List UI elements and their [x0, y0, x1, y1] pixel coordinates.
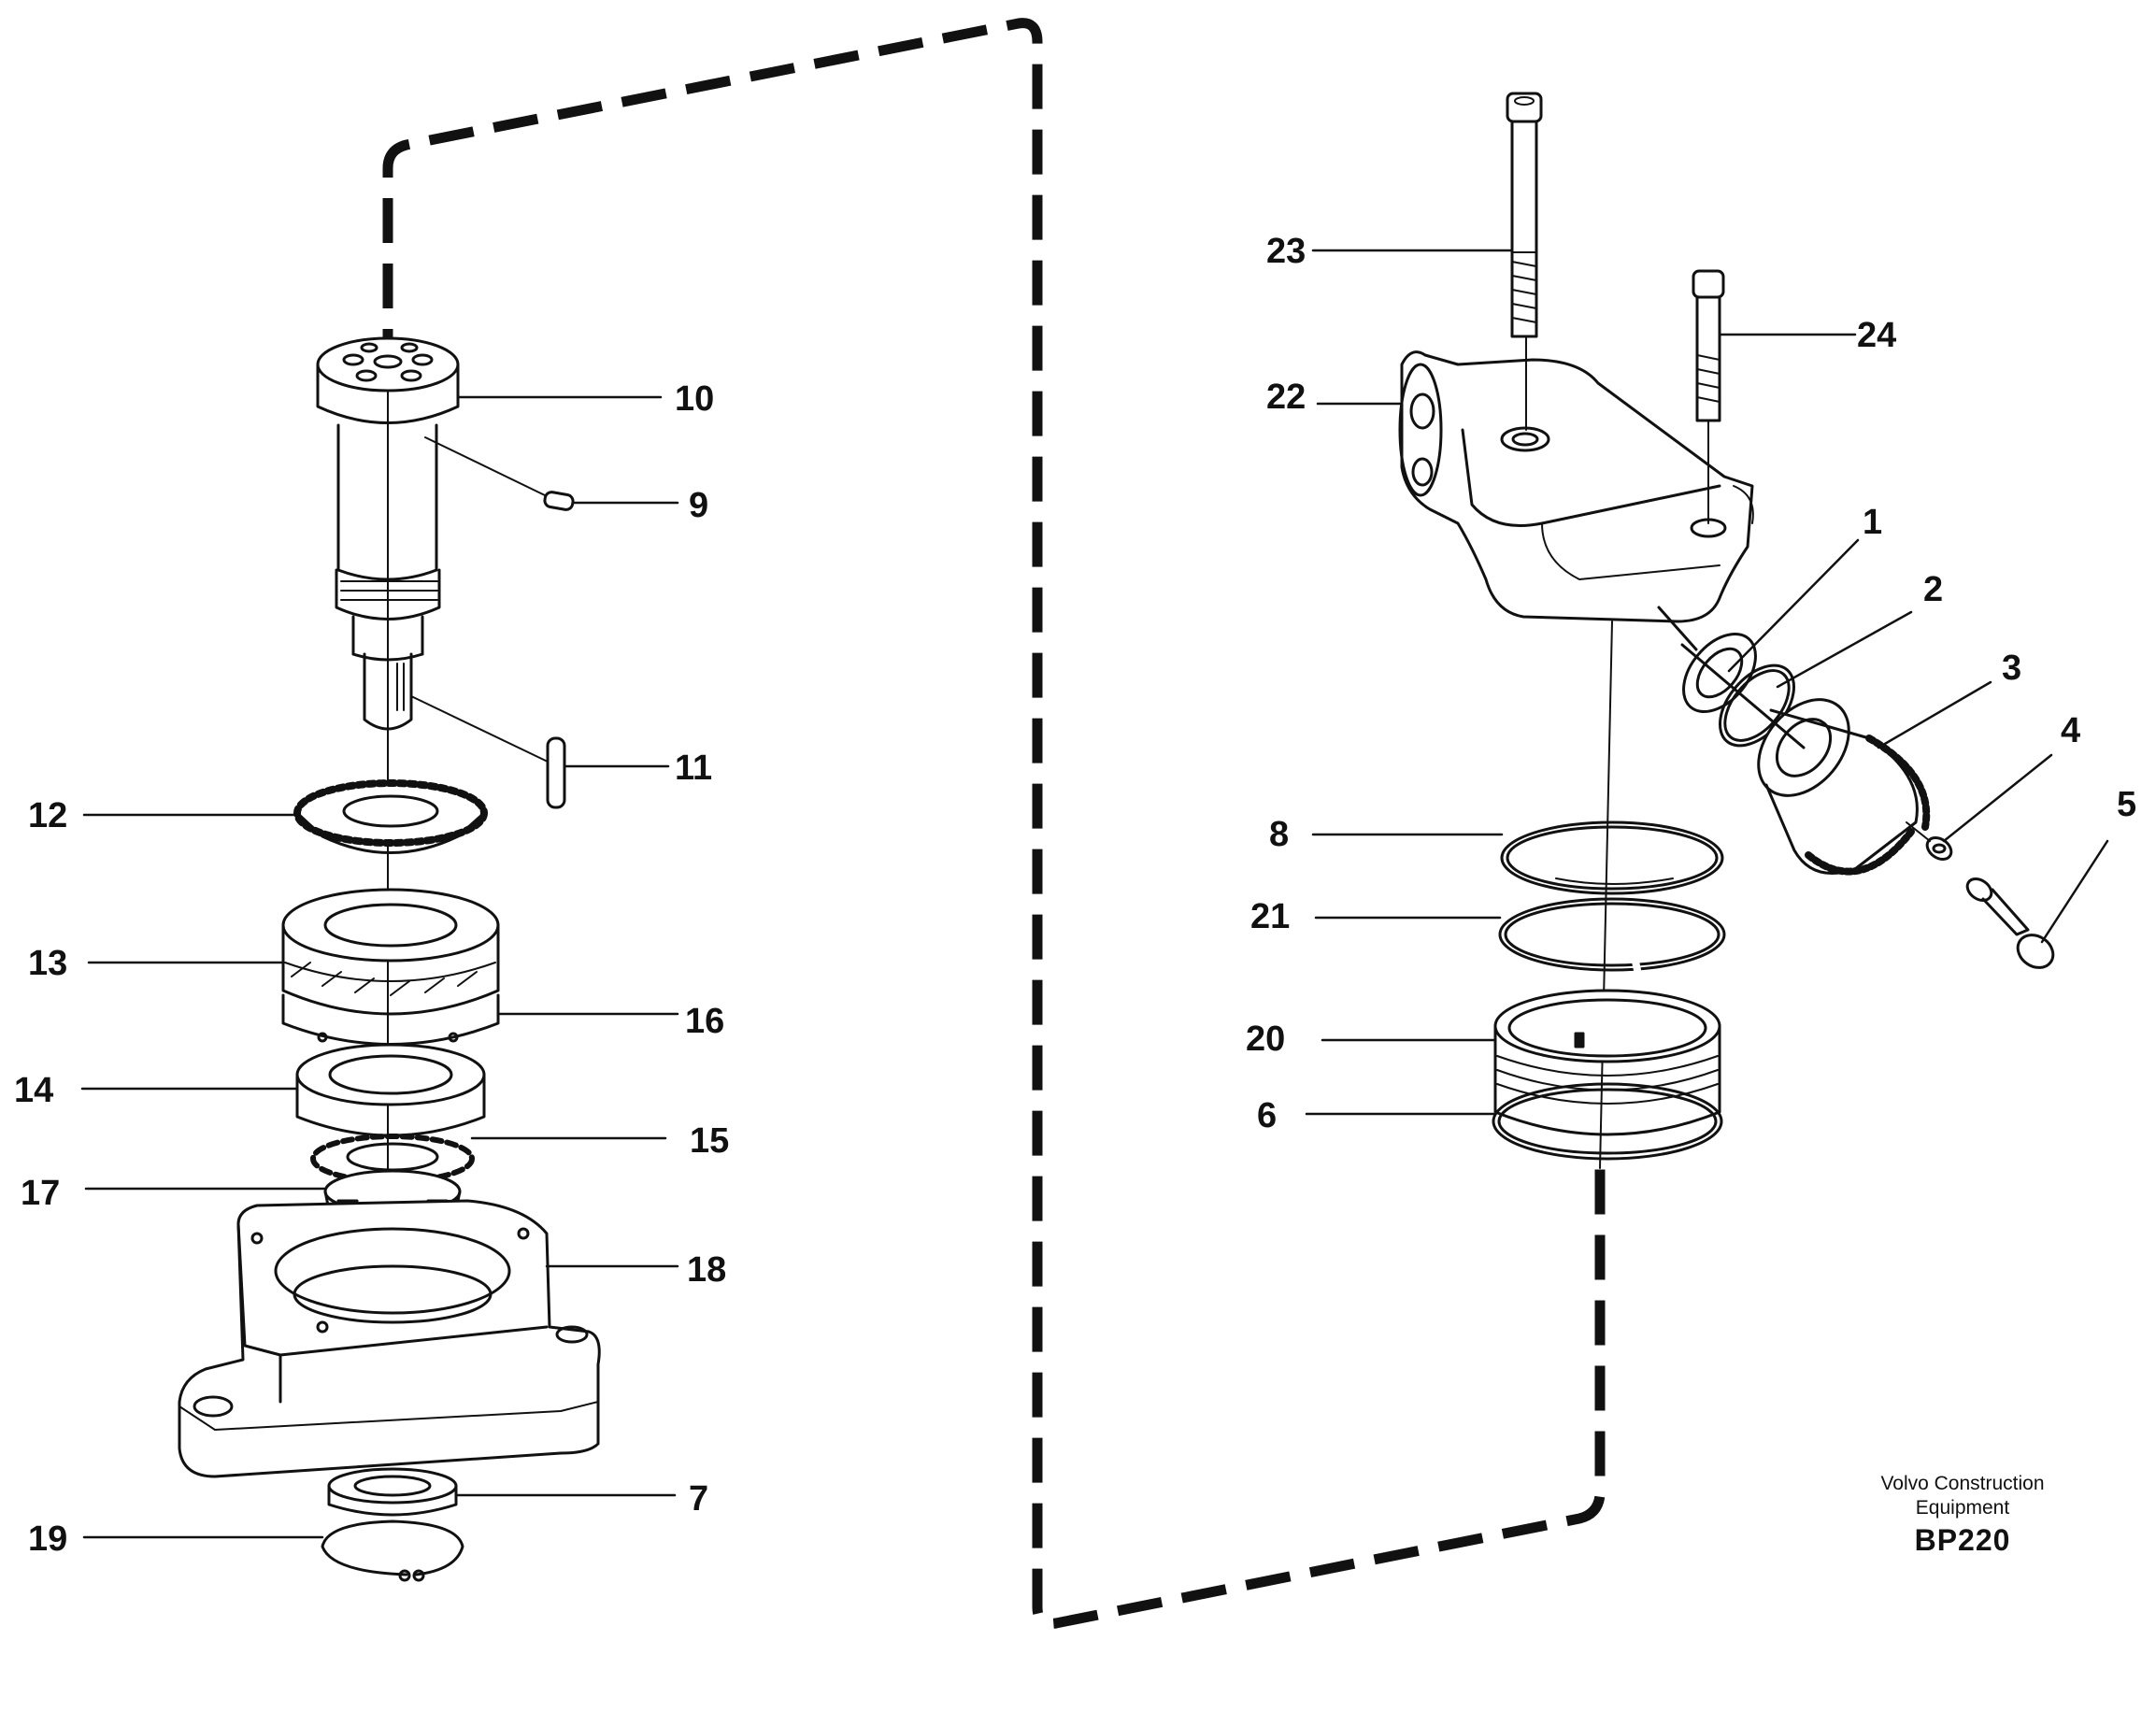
callout-11: 11 — [675, 749, 713, 788]
part-12-bevel-gear — [293, 779, 488, 854]
callout-17: 17 — [21, 1174, 61, 1213]
part-1-seal-plate — [1657, 606, 1757, 714]
callout-5: 5 — [2117, 785, 2137, 824]
callout-1: 1 — [1863, 503, 1883, 542]
part-22-swivel-body — [1398, 350, 1754, 623]
credit-company-line2: Equipment — [1915, 1497, 2010, 1519]
callout-8: 8 — [1269, 815, 1290, 854]
part-18-housing — [178, 1199, 601, 1478]
credit-company: Volvo Construction — [1880, 1473, 2045, 1494]
part-23-bolt — [1506, 92, 1543, 338]
callout-3: 3 — [2002, 649, 2022, 688]
callout-22: 22 — [1266, 378, 1306, 417]
part-5-ball-pin — [1965, 877, 2055, 969]
leader-lines — [80, 249, 2109, 1539]
callout-15: 15 — [690, 1121, 730, 1161]
part-7-bearing — [327, 1467, 458, 1517]
callout-12: 12 — [28, 796, 68, 835]
part-24-bolt — [1692, 269, 1725, 422]
callout-2: 2 — [1923, 570, 1944, 609]
part-shaft-body — [335, 423, 441, 731]
callout-14: 14 — [14, 1071, 54, 1110]
part-3-gear-cone — [1680, 643, 1931, 876]
right-axis-line — [1599, 621, 1613, 1169]
callout-13: 13 — [28, 944, 68, 983]
callout-24: 24 — [1857, 316, 1897, 355]
callout-16: 16 — [685, 1002, 725, 1041]
part-20-sleeve — [1493, 989, 1721, 1136]
callout-21: 21 — [1250, 897, 1291, 936]
credit-block: Volvo Construction Equipment BP220 — [1855, 1472, 2070, 1559]
part-9-pin — [424, 436, 575, 511]
part-21-ring — [1498, 897, 1726, 974]
part-4-washer — [1906, 821, 1953, 861]
callout-19: 19 — [28, 1519, 68, 1559]
callout-6: 6 — [1257, 1096, 1278, 1135]
part-13-bearing — [281, 888, 500, 1016]
figure-code: BP220 — [1914, 1522, 2011, 1557]
part-6-ring — [1492, 1082, 1723, 1161]
part-8-ring — [1500, 820, 1724, 895]
callout-10: 10 — [675, 379, 715, 419]
part-14-bearing — [295, 1043, 486, 1137]
callout-9: 9 — [689, 486, 709, 525]
callout-4: 4 — [2061, 711, 2081, 750]
callout-7: 7 — [689, 1479, 709, 1519]
part-10-shaft-head — [316, 336, 460, 424]
phantom-outline-frame — [382, 18, 1606, 1629]
callout-20: 20 — [1246, 1020, 1286, 1059]
callout-23: 23 — [1266, 232, 1306, 271]
part-11-key — [410, 695, 566, 809]
callout-18: 18 — [687, 1250, 727, 1290]
part-19-circlip — [321, 1519, 464, 1582]
